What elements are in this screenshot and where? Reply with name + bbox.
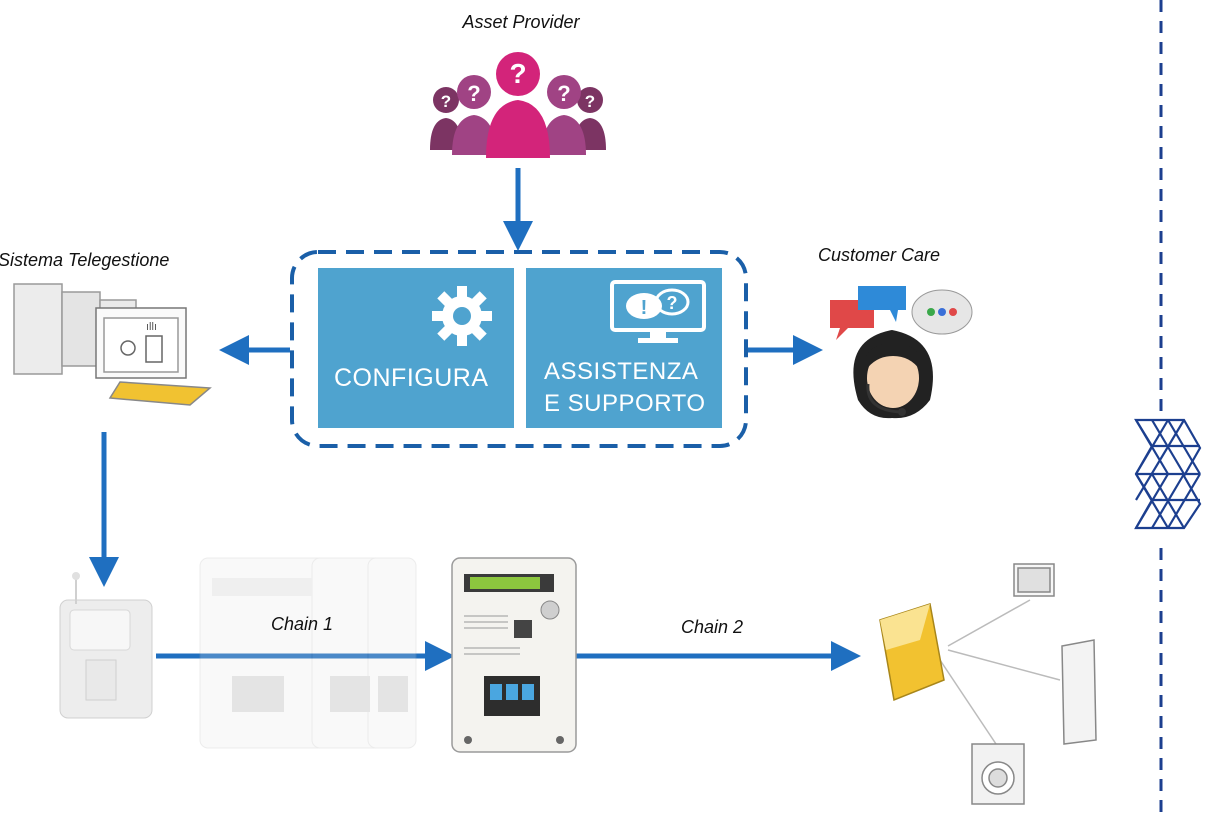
- faded-meter-stack: [199, 557, 417, 749]
- svg-text:!: !: [641, 297, 648, 319]
- configura-label: CONFIGURA: [334, 364, 489, 392]
- customer-care-agent-icon: [830, 286, 973, 419]
- gear-icon: [432, 286, 492, 346]
- chain1-label: Chain 1: [271, 614, 334, 634]
- svg-text:?: ?: [667, 293, 678, 313]
- asset-provider-people-icon: ? ? ? ? ?: [430, 52, 606, 158]
- assistenza-label-line2: E SUPPORTO: [544, 390, 706, 417]
- svg-text:ıllı: ıllı: [146, 321, 157, 333]
- telegestione-computer-icon: ıllı: [13, 283, 212, 406]
- svg-text:?: ?: [441, 92, 451, 111]
- svg-text:?: ?: [509, 58, 526, 89]
- sistema-telegestione-label: Sistema Telegestione: [0, 250, 170, 270]
- chain2-label: Chain 2: [681, 617, 744, 637]
- support-screen-icon: ! ?: [610, 280, 706, 343]
- customer-care-label: Customer Care: [818, 245, 941, 265]
- triangle-pattern-icon: [1134, 418, 1202, 530]
- configura-tile[interactable]: CONFIGURA: [318, 268, 514, 428]
- svg-text:?: ?: [467, 81, 480, 106]
- assistenza-label-line1: ASSISTENZA: [544, 358, 699, 385]
- asset-provider-label: Asset Provider: [462, 12, 580, 32]
- open-meter-device-icon: [451, 557, 577, 753]
- concentrator-device-icon: [59, 572, 153, 719]
- svg-text:?: ?: [585, 92, 595, 111]
- assistenza-tile[interactable]: ! ? ASSISTENZA E SUPPORTO: [526, 268, 722, 428]
- svg-text:?: ?: [557, 81, 570, 106]
- home-appliances-icon: [879, 563, 1097, 805]
- services-dashed-frame: [290, 250, 748, 448]
